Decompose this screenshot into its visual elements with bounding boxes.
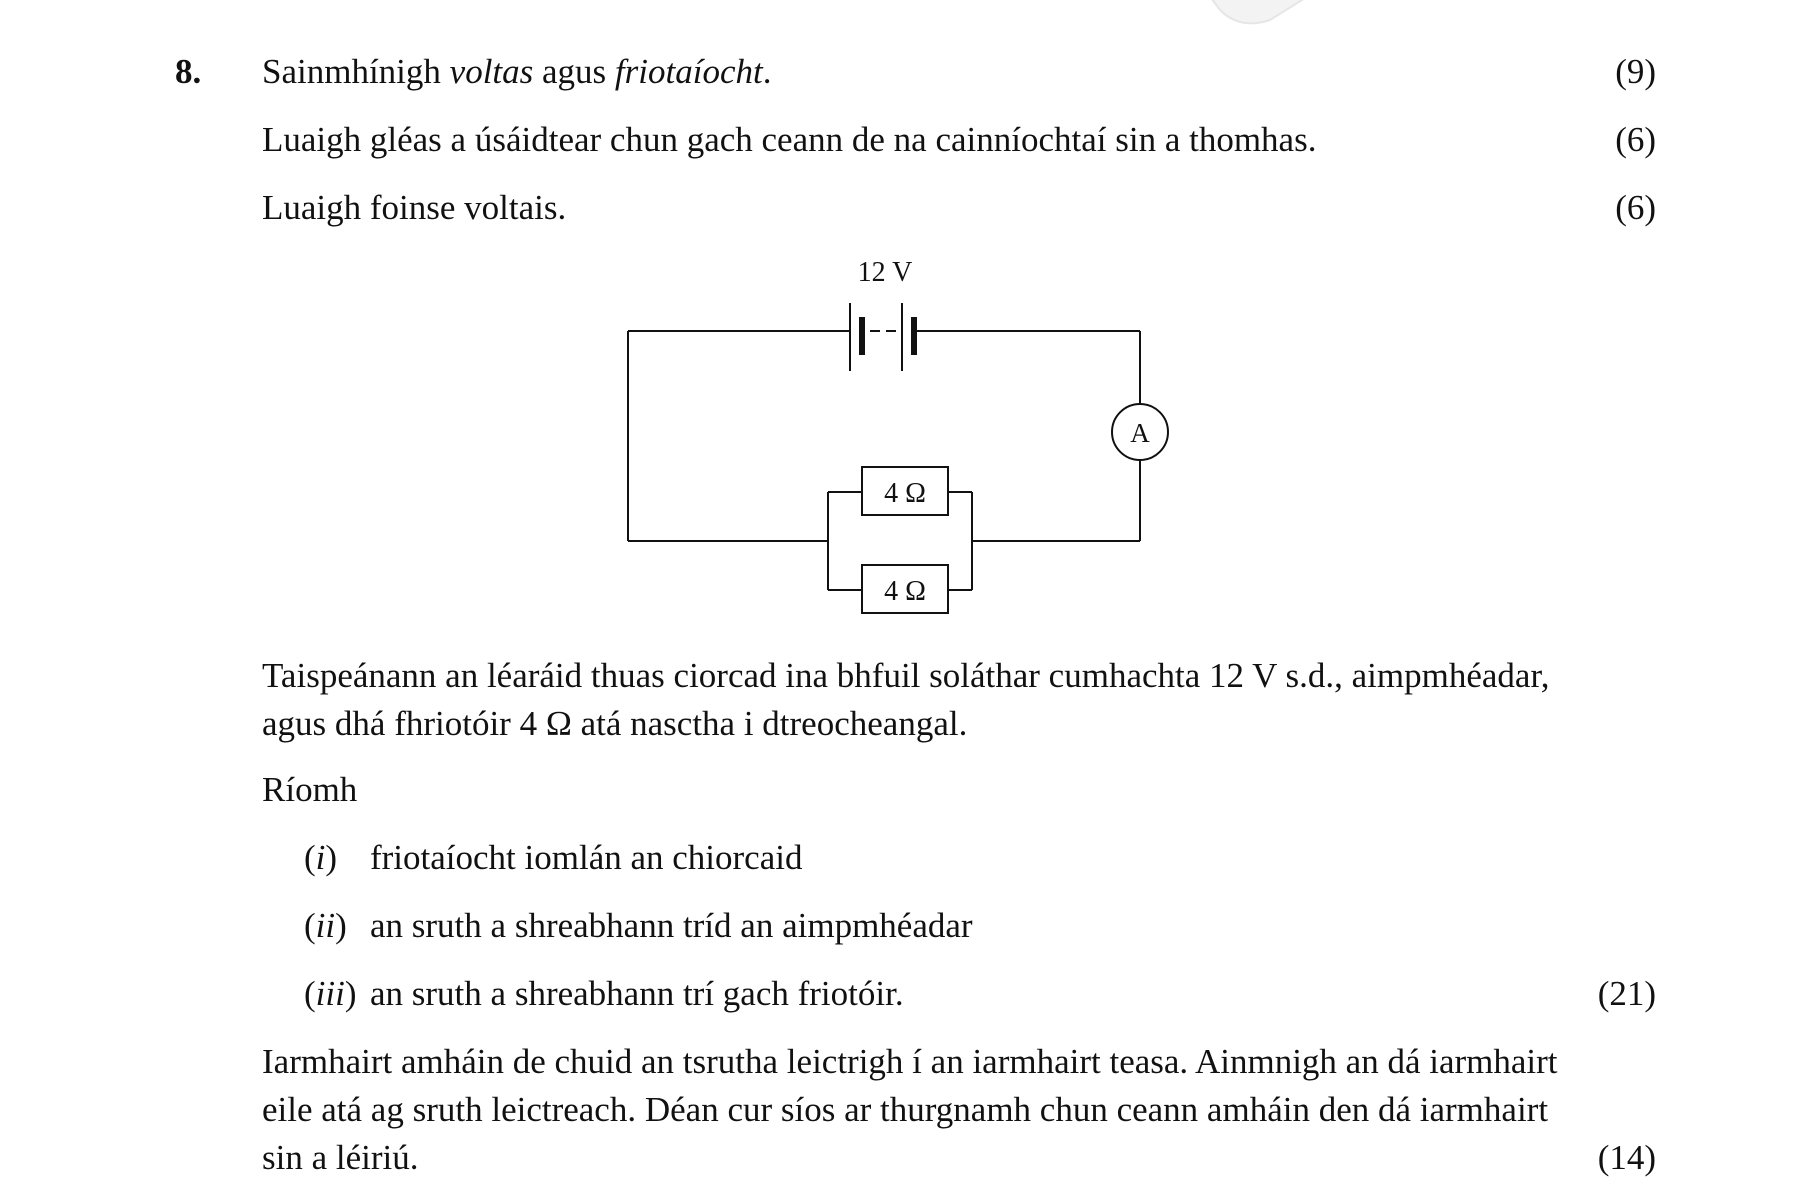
description-line-1: Taispeánann an léaráid thuas ciorcad ina… (262, 656, 1550, 695)
part-i: (i) friotaíocht iomlán an chiorcaid (304, 834, 802, 882)
part-iii-text: an sruth a shreabhann trí gach friotóir. (370, 974, 904, 1013)
marks-calculation: (21) (1597, 974, 1656, 1013)
part-iii-numeral: (iii) (304, 974, 357, 1013)
part-ii-numeral: (ii) (304, 906, 347, 945)
question-line-source: Luaigh foinse voltais. (262, 188, 567, 227)
conjunction: agus (542, 52, 607, 91)
marks-instruments: (6) (1615, 120, 1656, 159)
effects-line-1: Iarmhairt amháin de chuid an tsrutha lei… (262, 1042, 1558, 1081)
marks-effects: (14) (1597, 1138, 1656, 1177)
marks-define: (9) (1615, 52, 1656, 91)
term-voltage: voltas (449, 52, 534, 91)
battery-label: 12 V (858, 257, 913, 288)
effects-line-2: eile atá ag sruth leictreach. Déan cur s… (262, 1090, 1549, 1129)
question-line-instruments: Luaigh gléas a úsáidtear chun gach ceann… (262, 120, 1317, 159)
part-i-text: friotaíocht iomlán an chiorcaid (370, 838, 803, 877)
period: . (762, 52, 772, 91)
calculate-heading: Ríomh (262, 770, 358, 809)
define-verb: Sainmhínigh (262, 52, 441, 91)
resistor-top (861, 466, 949, 516)
circuit-wires (627, 330, 1141, 591)
part-ii: (ii) an sruth a shreabhann tríd an aimpmh… (304, 902, 973, 950)
question-number: 8. (175, 52, 202, 91)
marks-source: (6) (1615, 188, 1656, 227)
term-resistance: friotaíocht (614, 52, 763, 91)
battery-symbol (849, 303, 922, 371)
resistor-top-label: 4 Ω (884, 478, 926, 509)
effects-line-3: sin a léiriú. (262, 1138, 419, 1177)
effects-paragraph: Iarmhairt amháin de chuid an tsrutha lei… (262, 1038, 1558, 1182)
ammeter-label: A (1130, 418, 1150, 448)
description-line-2: agus dhá fhriotóir 4 Ω atá nasctha i dtr… (262, 704, 968, 743)
circuit-diagram: 12 V A 4 Ω 4 Ω (627, 257, 1169, 614)
part-i-numeral: (i) (304, 838, 338, 877)
part-ii-text: an sruth a shreabhann tríd an aimpmhéada… (370, 906, 973, 945)
background-shape (1211, 0, 1304, 25)
ammeter-symbol (1111, 403, 1169, 461)
part-iii: (iii) an sruth a shreabhann trí gach frio… (304, 970, 904, 1018)
resistor-bottom (861, 564, 949, 614)
circuit-description: Taispeánann an léaráid thuas ciorcad ina… (262, 652, 1549, 748)
resistor-bottom-label: 4 Ω (884, 576, 926, 607)
question-line-define: Sainmhínigh voltas agus friotaíocht. (262, 48, 771, 96)
